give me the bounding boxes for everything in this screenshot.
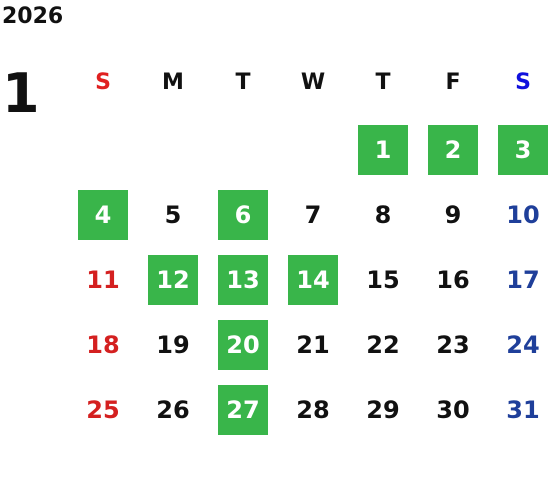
day-number: 23 <box>436 330 470 359</box>
day-number: 15 <box>366 265 400 294</box>
day-number: 18 <box>86 330 120 359</box>
day-number: 25 <box>86 395 120 424</box>
day-cell[interactable]: 24 <box>488 312 548 377</box>
day-number: 17 <box>506 265 540 294</box>
weekday-monday: M <box>162 69 184 95</box>
day-cell[interactable]: 16 <box>418 247 488 312</box>
day-cell[interactable]: 17 <box>488 247 548 312</box>
day-cell[interactable]: 20 <box>208 312 278 377</box>
weekday-friday: F <box>445 69 461 95</box>
day-number: 9 <box>444 200 462 229</box>
empty-cell <box>68 117 138 182</box>
day-cell[interactable]: 28 <box>278 377 348 442</box>
day-cell[interactable]: 5 <box>138 182 208 247</box>
day-number: 6 <box>218 189 268 240</box>
day-number: 1 <box>358 124 408 175</box>
day-cell[interactable]: 11 <box>68 247 138 312</box>
day-number: 28 <box>296 395 330 424</box>
calendar-month: 1 <box>2 62 40 125</box>
day-number: 29 <box>366 395 400 424</box>
day-number: 26 <box>156 395 190 424</box>
weekday-tuesday: T <box>235 69 251 95</box>
day-cell[interactable]: 26 <box>138 377 208 442</box>
day-cell[interactable]: 12 <box>138 247 208 312</box>
weekday-wednesday: W <box>300 69 326 95</box>
day-number: 7 <box>304 200 322 229</box>
day-number: 24 <box>506 330 540 359</box>
day-cell[interactable]: 13 <box>208 247 278 312</box>
day-number: 14 <box>288 254 338 305</box>
day-number: 11 <box>86 265 120 294</box>
day-cell[interactable]: 30 <box>418 377 488 442</box>
day-cell[interactable]: 21 <box>278 312 348 377</box>
weekday-sunday: S <box>95 69 111 95</box>
weekday-thursday: T <box>375 69 391 95</box>
day-cell[interactable]: 8 <box>348 182 418 247</box>
weekday-header: S M T W T F S <box>68 64 548 100</box>
day-cell[interactable]: 7 <box>278 182 348 247</box>
day-number: 19 <box>156 330 190 359</box>
calendar-year: 2026 <box>2 4 64 29</box>
day-cell[interactable]: 29 <box>348 377 418 442</box>
day-number: 27 <box>218 384 268 435</box>
day-cell[interactable]: 4 <box>68 182 138 247</box>
day-number: 31 <box>506 395 540 424</box>
day-number: 4 <box>78 189 128 240</box>
day-cell[interactable]: 9 <box>418 182 488 247</box>
day-number: 12 <box>148 254 198 305</box>
weekday-saturday: S <box>515 69 531 95</box>
empty-cell <box>208 117 278 182</box>
day-cell[interactable]: 3 <box>488 117 548 182</box>
day-cell[interactable]: 27 <box>208 377 278 442</box>
day-cell[interactable]: 25 <box>68 377 138 442</box>
day-cell[interactable]: 31 <box>488 377 548 442</box>
day-number: 30 <box>436 395 470 424</box>
day-cell[interactable]: 2 <box>418 117 488 182</box>
day-cell[interactable]: 14 <box>278 247 348 312</box>
empty-cell <box>138 117 208 182</box>
day-number: 16 <box>436 265 470 294</box>
day-number: 13 <box>218 254 268 305</box>
day-number: 2 <box>428 124 478 175</box>
day-cell[interactable]: 10 <box>488 182 548 247</box>
day-number: 8 <box>374 200 392 229</box>
day-number: 20 <box>218 319 268 370</box>
day-number: 10 <box>506 200 540 229</box>
day-cell[interactable]: 23 <box>418 312 488 377</box>
day-cell[interactable]: 15 <box>348 247 418 312</box>
day-number: 22 <box>366 330 400 359</box>
day-cell[interactable]: 22 <box>348 312 418 377</box>
empty-cell <box>278 117 348 182</box>
day-number: 5 <box>164 200 182 229</box>
day-cell[interactable]: 19 <box>138 312 208 377</box>
day-number: 21 <box>296 330 330 359</box>
day-cell[interactable]: 6 <box>208 182 278 247</box>
day-number: 3 <box>498 124 548 175</box>
day-cell[interactable]: 1 <box>348 117 418 182</box>
day-cell[interactable]: 18 <box>68 312 138 377</box>
